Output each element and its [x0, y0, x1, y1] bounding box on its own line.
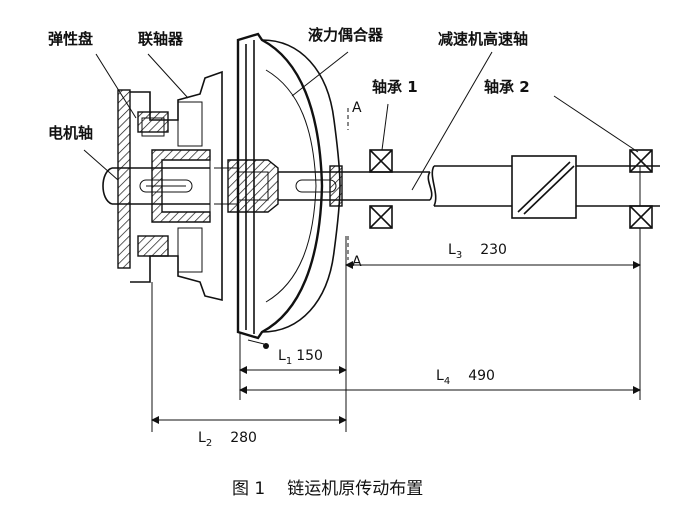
- elastic-disc-and-coupling: [117, 70, 238, 302]
- label-elastic-disc: 弹性盘: [48, 30, 93, 48]
- section-a-bottom: A: [352, 254, 362, 270]
- figure-title: 链运机原传动布置: [287, 479, 423, 499]
- section-a-top: A: [352, 100, 362, 116]
- label-motor-shaft: 电机轴: [48, 124, 93, 142]
- fluid-coupling: [227, 32, 345, 349]
- label-reducer-shaft: 减速机高速轴: [438, 30, 528, 48]
- label-bearing-2: 轴承 2: [484, 78, 530, 96]
- figure-caption: 图 1 链运机原传动布置: [232, 479, 423, 499]
- label-fluid-coupling: 液力偶合器: [308, 26, 384, 44]
- section-a-marks: A A: [347, 100, 362, 270]
- leader-lines: [83, 51, 639, 191]
- dimension-lines: [151, 228, 641, 432]
- bearing-2: [629, 149, 653, 229]
- bearing-1: [369, 149, 393, 229]
- reducer-high-speed-shaft: [345, 155, 660, 219]
- figure-number: 图 1: [232, 479, 265, 499]
- label-coupling: 联轴器: [138, 30, 184, 48]
- label-bearing-1: 轴承 1: [372, 78, 418, 96]
